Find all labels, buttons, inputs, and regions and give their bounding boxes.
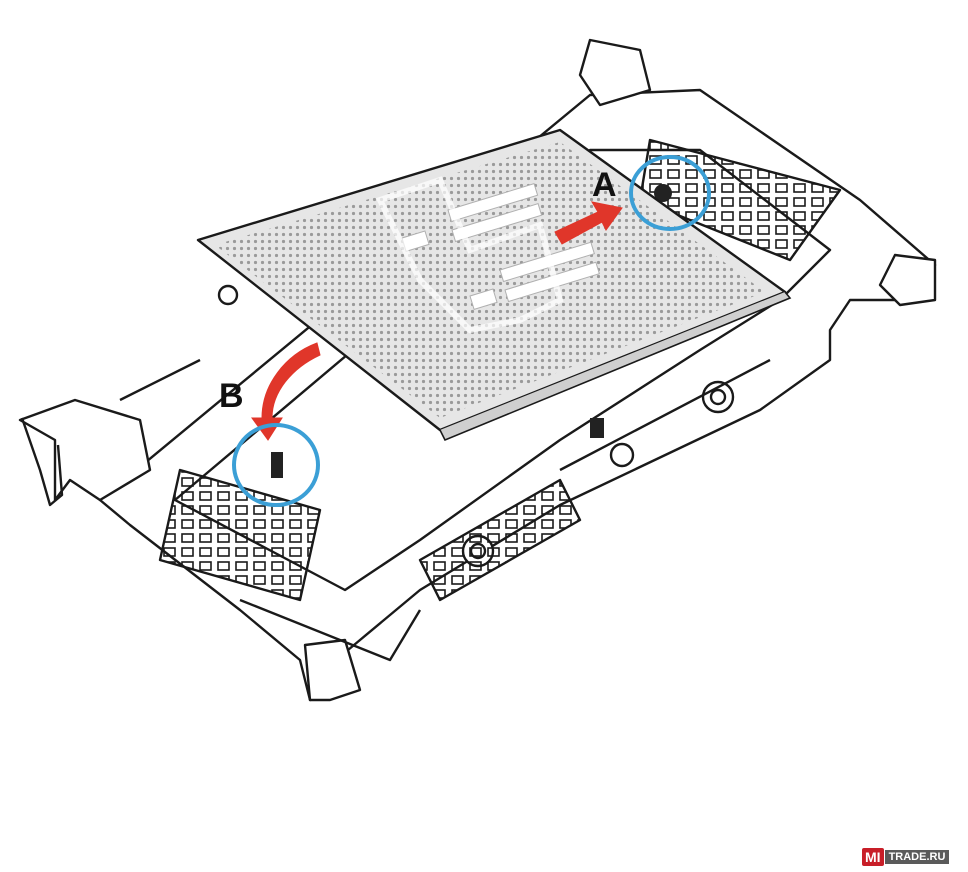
- arrow-a-icon: [554, 201, 623, 245]
- cpu-chip: [196, 128, 792, 442]
- arrow-b-icon: [251, 342, 321, 441]
- callout-b-label: B: [219, 377, 244, 415]
- highlight-ring-b: [232, 423, 320, 507]
- callout-a-label: A: [592, 166, 617, 204]
- highlight-ring-a: [629, 155, 711, 231]
- callout-b: B: [219, 342, 321, 507]
- watermark-logo: MI TRADE.RU: [862, 848, 950, 866]
- watermark-mark: MI: [862, 848, 884, 866]
- callout-a: A: [554, 155, 711, 245]
- watermark-text: TRADE.RU: [884, 850, 950, 864]
